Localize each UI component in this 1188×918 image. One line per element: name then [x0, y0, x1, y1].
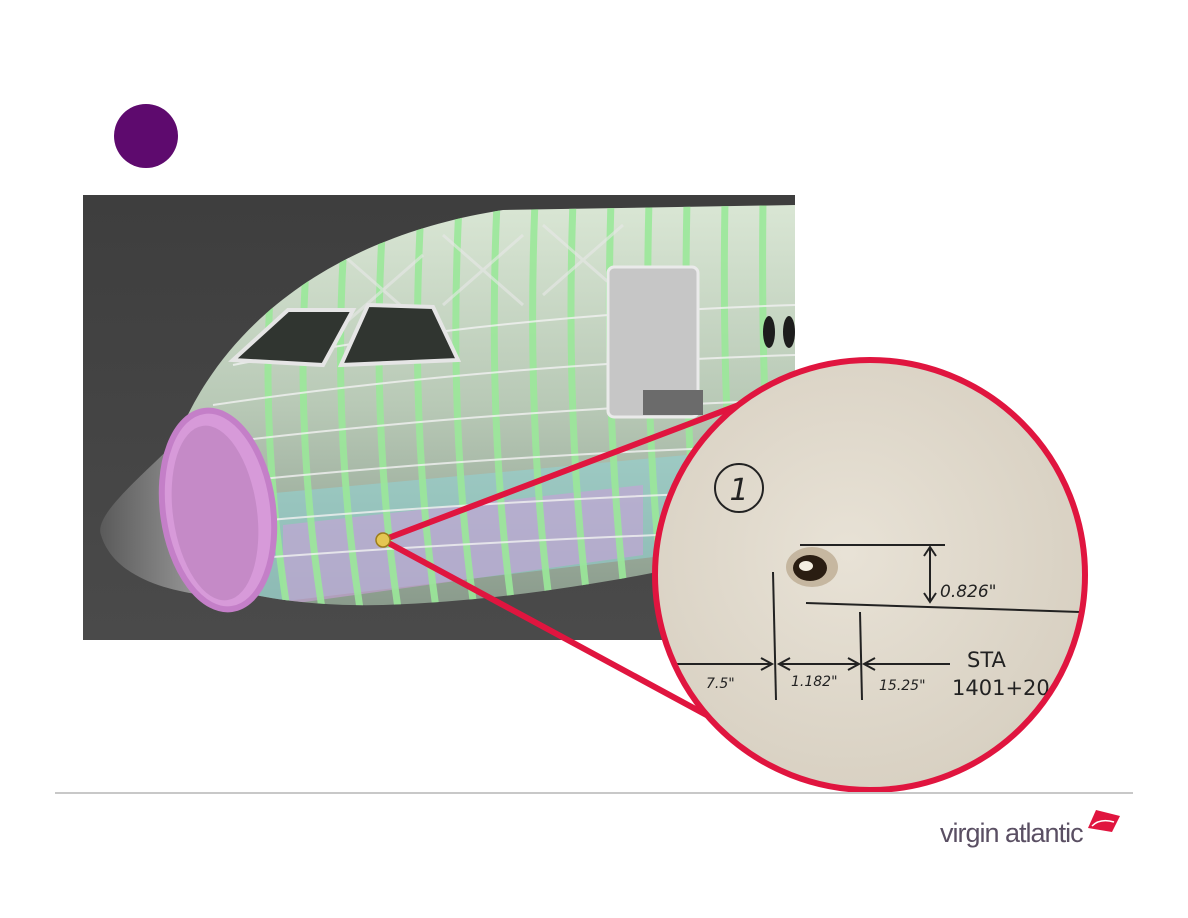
- virgin-atlantic-logo: virgin atlantic: [940, 808, 1120, 858]
- station-value: 1401+20: [952, 676, 1050, 700]
- aircraft-fuselage-drawing: [100, 205, 795, 613]
- logo-wordmark: virgin atlantic: [940, 818, 1084, 848]
- bullet-circle: [114, 104, 178, 168]
- aircraft-structure-render: [83, 195, 795, 640]
- station-label: STA: [967, 648, 1007, 672]
- dimension-left: 7.5": [706, 676, 735, 692]
- footer-divider: [55, 792, 1133, 794]
- dimension-middle: 1.182": [791, 674, 838, 690]
- dimension-right: 15.25": [879, 678, 926, 694]
- height-dimension: 0.826": [940, 582, 997, 602]
- logo-flag-icon: [1088, 810, 1120, 832]
